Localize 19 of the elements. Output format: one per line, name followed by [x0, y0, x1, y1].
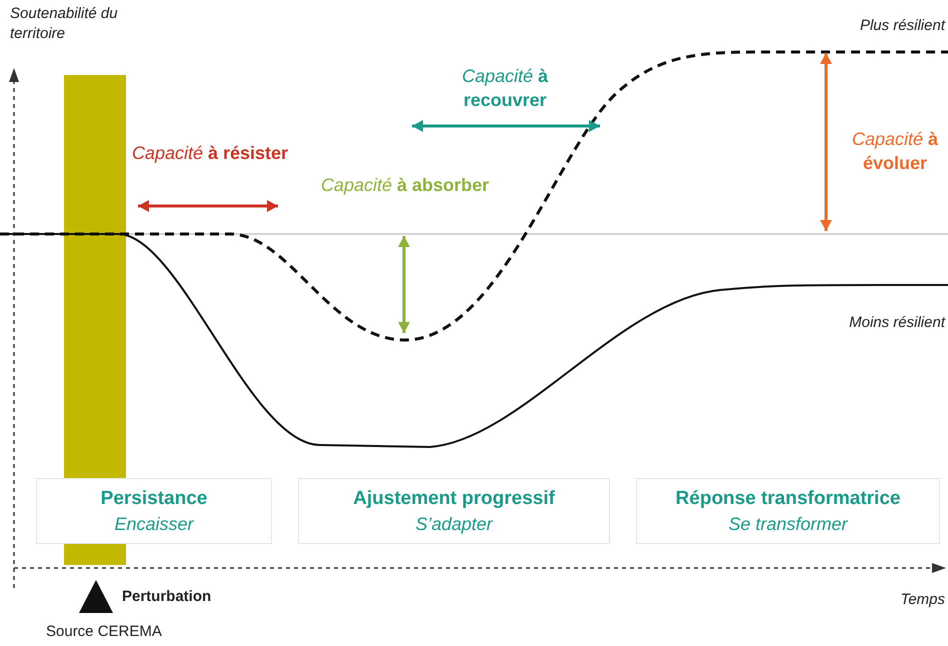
- label: Source CEREMA: [46, 622, 163, 642]
- label: Moins résilient: [848, 313, 945, 333]
- label: Perturbation: [122, 587, 212, 607]
- phase-box: [298, 478, 610, 544]
- phase-title: Réponse transformatrice: [676, 488, 900, 510]
- label: Soutenabilité du territoire: [10, 4, 119, 44]
- label: Temps: [900, 590, 945, 610]
- phase-subtitle: Encaisser: [114, 514, 194, 534]
- label: Capacité à évoluer: [850, 128, 940, 176]
- phase-box: [36, 478, 272, 544]
- label: Plus résilient: [858, 16, 945, 36]
- label: Capacité à recouvrer: [460, 65, 550, 112]
- phase-box: [636, 478, 940, 544]
- phase-title: Persistance: [100, 488, 208, 510]
- phase-title: Ajustement progressif: [353, 488, 555, 510]
- phase-subtitle: Se transformer: [728, 514, 848, 534]
- label: Capacité à résister: [130, 142, 290, 165]
- phase-subtitle: S’adapter: [415, 514, 493, 534]
- label: Capacité à absorber: [320, 174, 490, 197]
